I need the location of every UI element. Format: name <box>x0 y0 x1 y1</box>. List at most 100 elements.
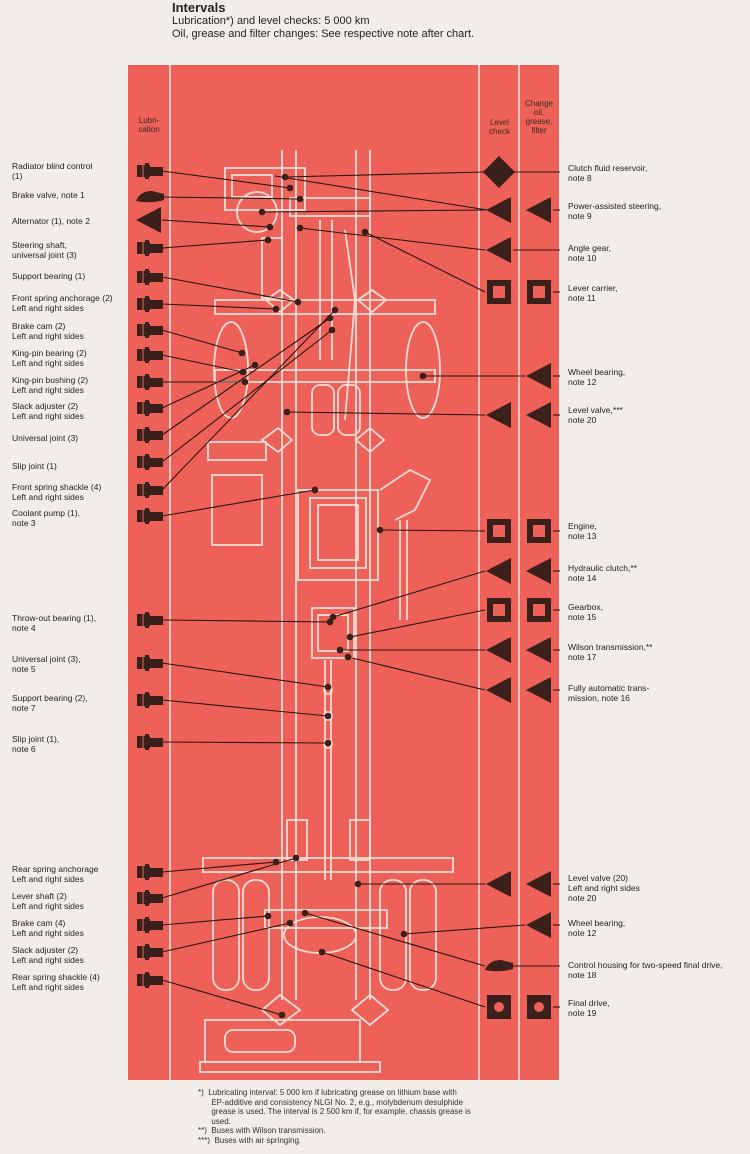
triangle-wilson-transmission-1 <box>526 637 551 663</box>
leader-universal-joint-mid <box>161 662 329 688</box>
leader-dot <box>272 305 280 313</box>
label-level-valve-front: Level valve,*** note 20 <box>568 405 623 425</box>
label-wheel-bearing-front: Wheel bearing, note 12 <box>568 367 626 387</box>
grease-gun-control-housing-0 <box>485 960 513 972</box>
leader-dot <box>324 683 332 691</box>
leader-dot <box>329 613 337 621</box>
grease-gun-lever-shaft <box>137 890 163 906</box>
leader-rear-spring-shackle <box>161 979 283 1016</box>
label-king-pin-bearing: King-pin bearing (2) Left and right side… <box>12 348 87 368</box>
leader-dot <box>272 858 280 866</box>
label-universal-joint-mid: Universal joint (3), note 5 <box>12 654 81 674</box>
leader-fully-automatic-transmission <box>347 656 486 691</box>
grease-gun-slip-joint-mid <box>137 734 163 750</box>
leader-dot <box>283 408 291 416</box>
leader-dot <box>361 228 369 236</box>
leader-dot <box>328 326 336 334</box>
square-engine-1-inner <box>533 525 545 537</box>
leader-dot <box>251 361 259 369</box>
leader-slip-joint-front <box>161 329 333 463</box>
grease-gun-brake-cam-front <box>137 322 163 338</box>
triangle-level-valve-front-0 <box>486 402 511 428</box>
label-rear-spring-shackle: Rear spring shackle (4) Left and right s… <box>12 972 100 992</box>
leader-dot <box>346 633 354 641</box>
triangle-hydraulic-clutch-1 <box>526 558 551 584</box>
triangle-alternator <box>136 207 161 233</box>
label-front-spring-anchorage: Front spring anchorage (2) Left and righ… <box>12 293 113 313</box>
label-engine: Engine, note 13 <box>568 521 597 541</box>
leader-front-spring-shackle <box>161 309 336 491</box>
triangle-wheel-bearing-front-0 <box>526 363 551 389</box>
label-hydraulic-clutch: Hydraulic clutch,** note 14 <box>568 563 637 583</box>
triangle-power-assisted-steering-0 <box>486 197 511 223</box>
leader-lines <box>161 170 560 1016</box>
leader-dot <box>324 739 332 747</box>
leader-dot <box>326 618 334 626</box>
label-brake-cam-front: Brake cam (2) Left and right sides <box>12 321 84 341</box>
grease-gun-universal-joint-mid <box>137 655 163 671</box>
grease-gun-coolant-pump <box>137 508 163 524</box>
leader-front-spring-anchorage <box>161 303 277 310</box>
label-final-drive: Final drive, note 19 <box>568 998 610 1018</box>
label-front-spring-shackle: Front spring shackle (4) Left and right … <box>12 482 102 502</box>
grease-gun-slack-adjuster-front <box>137 400 163 416</box>
triangle-fully-automatic-transmission-1 <box>526 677 551 703</box>
leader-dot <box>336 646 344 654</box>
grease-gun-king-pin-bushing <box>137 374 163 390</box>
leader-clutch-fluid-reservoir <box>284 171 486 178</box>
leader-dot <box>326 314 334 322</box>
label-lever-shaft: Lever shaft (2) Left and right sides <box>12 891 84 911</box>
grease-gun-universal-joint-front <box>137 427 163 443</box>
leader-rear-spring-anchorage <box>161 861 277 873</box>
leader-dot <box>331 306 339 314</box>
grease-gun-brake-cam-rear <box>137 917 163 933</box>
label-throw-out-bearing: Throw-out bearing (1), note 4 <box>12 613 97 633</box>
leader-slack-adjuster-front <box>161 364 256 409</box>
leader-slip-joint-mid <box>161 741 329 744</box>
leader-steering-shaft <box>161 239 269 249</box>
leader-dot <box>286 919 294 927</box>
column-header-level-check: Level check <box>489 118 510 136</box>
leader-dot <box>238 349 246 357</box>
leader-lever-carrier <box>364 231 486 293</box>
square-gearbox-0-inner <box>493 604 505 616</box>
grease-gun-rear-spring-shackle <box>137 972 163 988</box>
label-slack-adjuster-rear: Slack adjuster (2) Left and right sides <box>12 945 84 965</box>
leader-power-assisted-steering <box>261 209 486 213</box>
subtitle-changes: Oil, grease and filter changes: See resp… <box>172 28 475 40</box>
label-brake-cam-rear: Brake cam (4) Left and right sides <box>12 918 84 938</box>
leader-dot <box>301 909 309 917</box>
grease-gun-steering-shaft <box>137 240 163 256</box>
label-gearbox: Gearbox, note 15 <box>568 602 603 622</box>
label-king-pin-bushing: King-pin bushing (2) Left and right side… <box>12 375 89 395</box>
leader-level-valve-front <box>286 411 486 416</box>
label-universal-joint-front: Universal joint (3) <box>12 433 79 443</box>
leader-throw-out-bearing <box>161 619 331 623</box>
leader-support-bearing-front <box>161 276 299 303</box>
leader-radiator-extra <box>274 175 488 211</box>
leader-engine <box>379 529 486 532</box>
label-slip-joint-front: Slip joint (1) <box>12 461 57 471</box>
leader-dot <box>344 653 352 661</box>
leader-alternator <box>161 219 271 228</box>
label-alternator: Alternator (1), note 2 <box>12 216 90 226</box>
grease-gun-king-pin-bearing <box>137 347 163 363</box>
label-power-assisted-steering: Power-assisted steering, note 9 <box>568 201 662 221</box>
label-coolant-pump: Coolant pump (1), note 3 <box>12 508 81 528</box>
leader-control-housing <box>304 912 486 967</box>
leader-king-pin-bearing <box>161 354 244 373</box>
label-steering-shaft: Steering shaft, universal joint (3) <box>12 240 77 260</box>
leader-dot <box>241 378 249 386</box>
footnote-lubricating-interval: *) Lubricating interval: 5 000 km if lub… <box>198 1088 471 1126</box>
label-wheel-bearing-rear: Wheel bearing, note 12 <box>568 918 626 938</box>
leader-gearbox <box>349 609 486 638</box>
leader-dot <box>296 224 304 232</box>
label-support-bearing-front: Support bearing (1) <box>12 271 86 281</box>
leader-dot <box>311 486 319 494</box>
square-lever-carrier-0-inner <box>493 286 505 298</box>
label-brake-valve: Brake valve, note 1 <box>12 190 85 200</box>
triangle-wheel-bearing-rear-0 <box>526 912 551 938</box>
grease-gun-radiator-blind <box>137 163 163 179</box>
leader-support-bearing-mid <box>161 699 329 717</box>
grease-gun-slip-joint-front <box>137 454 163 470</box>
